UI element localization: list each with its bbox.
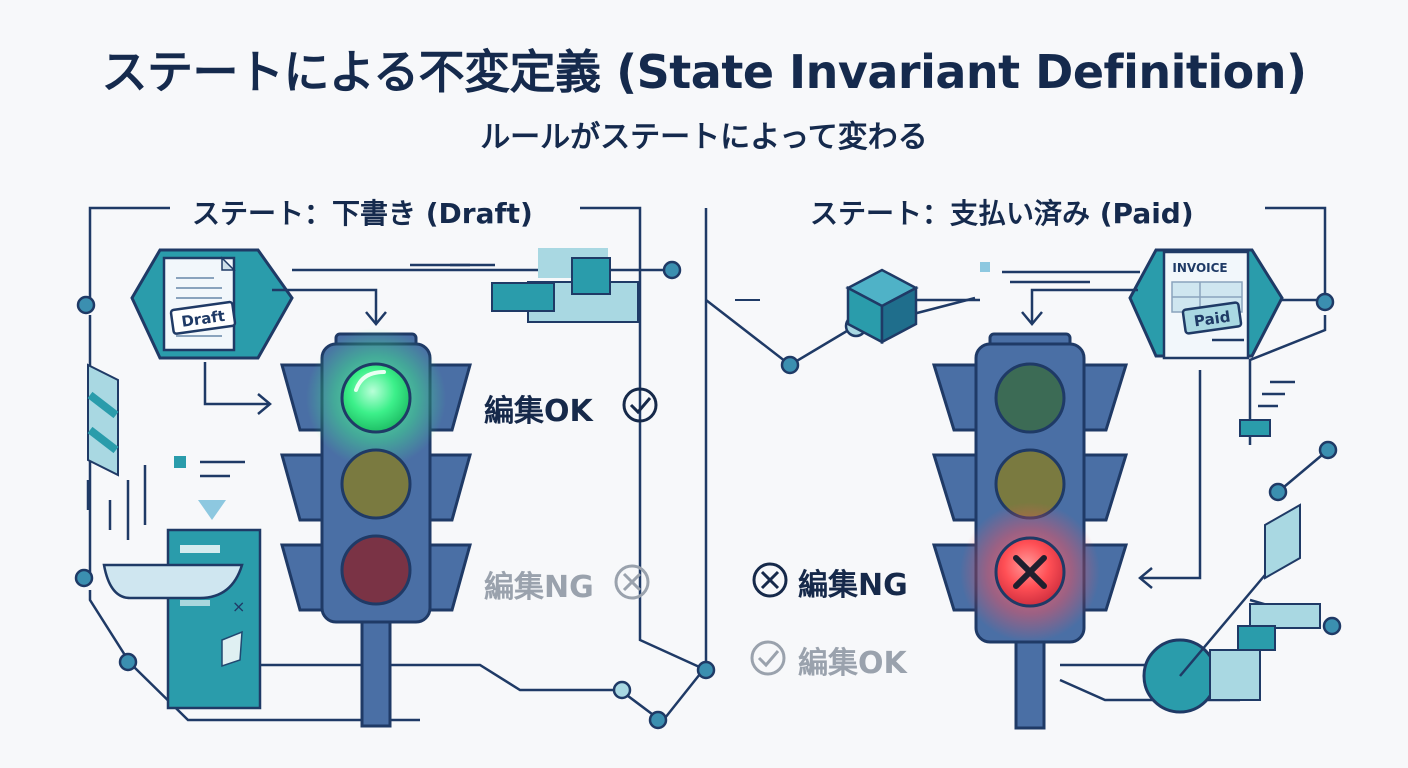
left-arrows: [203, 288, 387, 415]
paid-edit-ok-status: 編集OK: [798, 638, 907, 682]
check-circle-icon: [622, 387, 658, 423]
x-circle-icon: [614, 564, 650, 600]
paid-stamp-label: Paid: [1193, 308, 1232, 331]
paid-edit-ng-status: 編集NG: [798, 560, 908, 604]
draft-edit-ng-status: 編集NG: [484, 562, 594, 606]
draft-traffic-light-icon: [280, 328, 472, 728]
paid-edit-ok-text: 編集OK: [798, 646, 907, 681]
right-arrows: [1021, 288, 1153, 589]
check-circle-icon: [750, 640, 786, 676]
paid-edit-ng-text: 編集NG: [798, 568, 908, 603]
right-decor: [1142, 380, 1321, 714]
paid-traffic-light-icon: [931, 332, 1129, 730]
draft-edit-ok-status: 編集OK: [484, 386, 593, 430]
draft-document-icon: Draft: [130, 248, 294, 360]
draft-stamp-label: Draft: [180, 307, 226, 331]
left-decor: ×: [86, 248, 639, 710]
draft-edit-ok-text: 編集OK: [484, 394, 593, 429]
page-subtitle: ルールがステートによって変わる: [480, 120, 928, 155]
paid-state-label: ステート：支払い済み (Paid): [800, 192, 1204, 232]
cube-icon: [845, 268, 919, 345]
page-title: ステートによる不変定義 (State Invariant Definition): [101, 45, 1307, 99]
draft-edit-ng-text: 編集NG: [484, 570, 594, 605]
draft-state-label: ステート：下書き (Draft): [182, 192, 543, 232]
invoice-icon: INVOICE Paid: [1128, 248, 1284, 360]
svg-text:×: ×: [232, 597, 245, 616]
right-circuit-lines: [705, 206, 1329, 702]
x-circle-icon: [752, 562, 788, 598]
invoice-header: INVOICE: [1172, 261, 1227, 275]
left-nodes: [74, 260, 716, 730]
